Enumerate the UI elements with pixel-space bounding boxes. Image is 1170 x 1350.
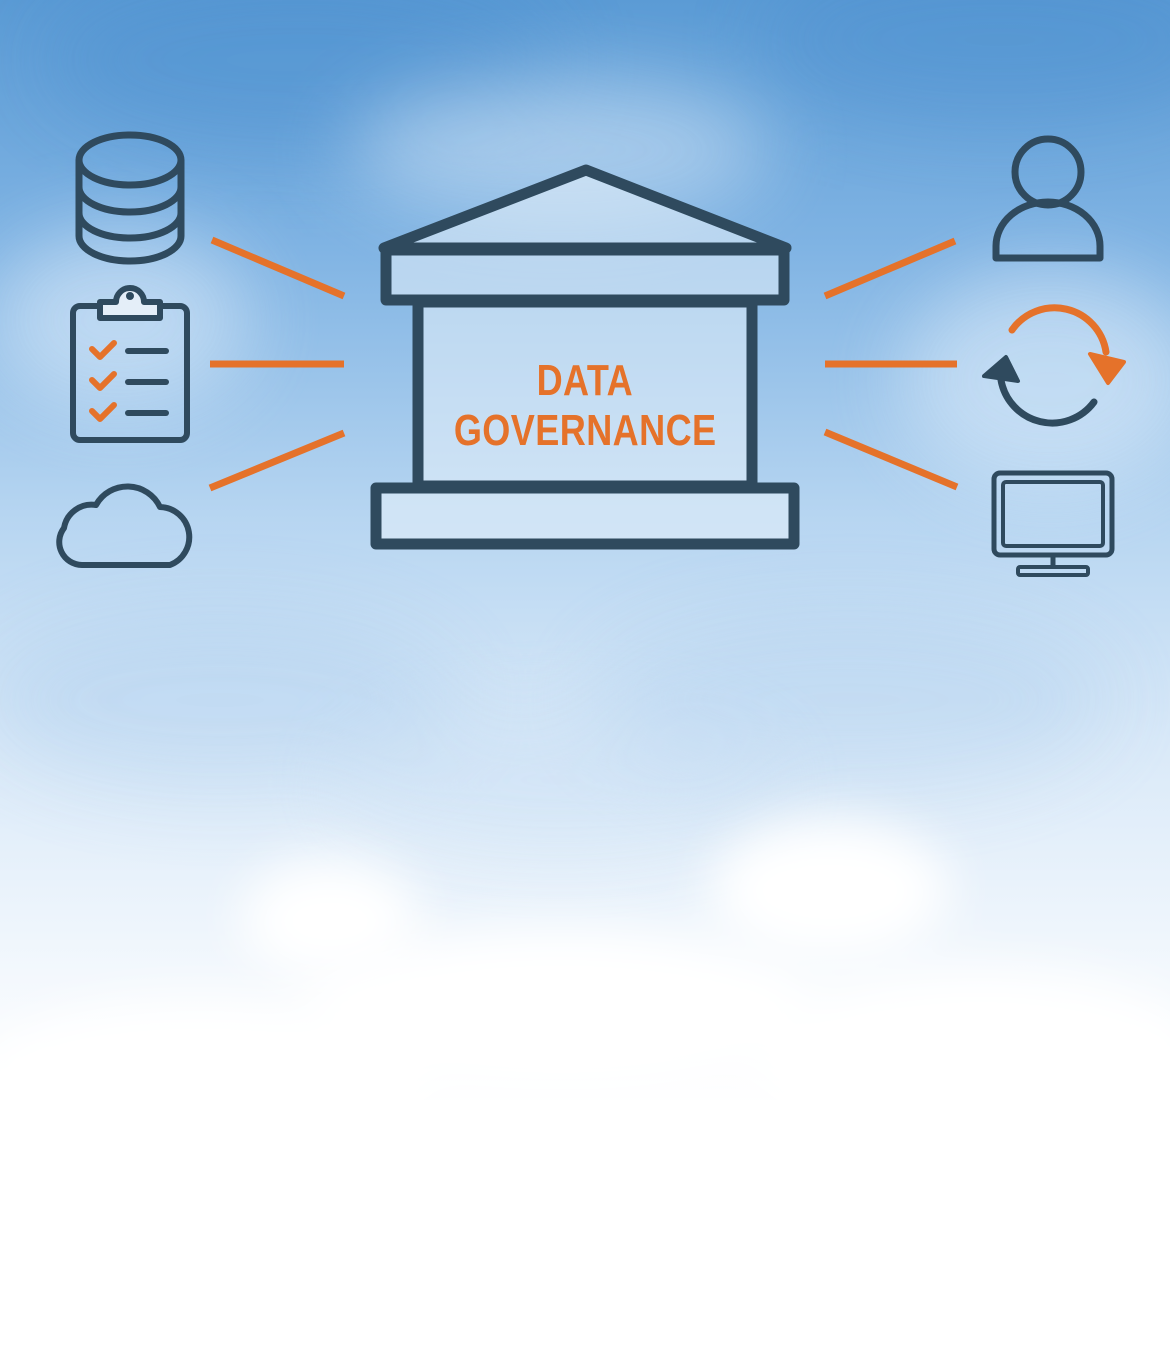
clipboard-checklist-icon	[70, 285, 190, 443]
connector-line-left-top	[210, 236, 346, 300]
sync-arrows-icon	[982, 304, 1126, 427]
building-icon	[370, 164, 800, 550]
connector-line-left-bottom	[208, 429, 346, 492]
sky-texture	[0, 0, 1170, 850]
cloud-icon	[56, 483, 193, 568]
white-clouds	[0, 820, 1170, 1350]
connector-line-right-bottom	[823, 428, 959, 491]
user-icon	[992, 135, 1104, 262]
connector-lines	[208, 236, 959, 492]
database-icon	[75, 131, 185, 265]
connector-line-right-top	[823, 237, 957, 300]
monitor-icon	[991, 470, 1115, 577]
